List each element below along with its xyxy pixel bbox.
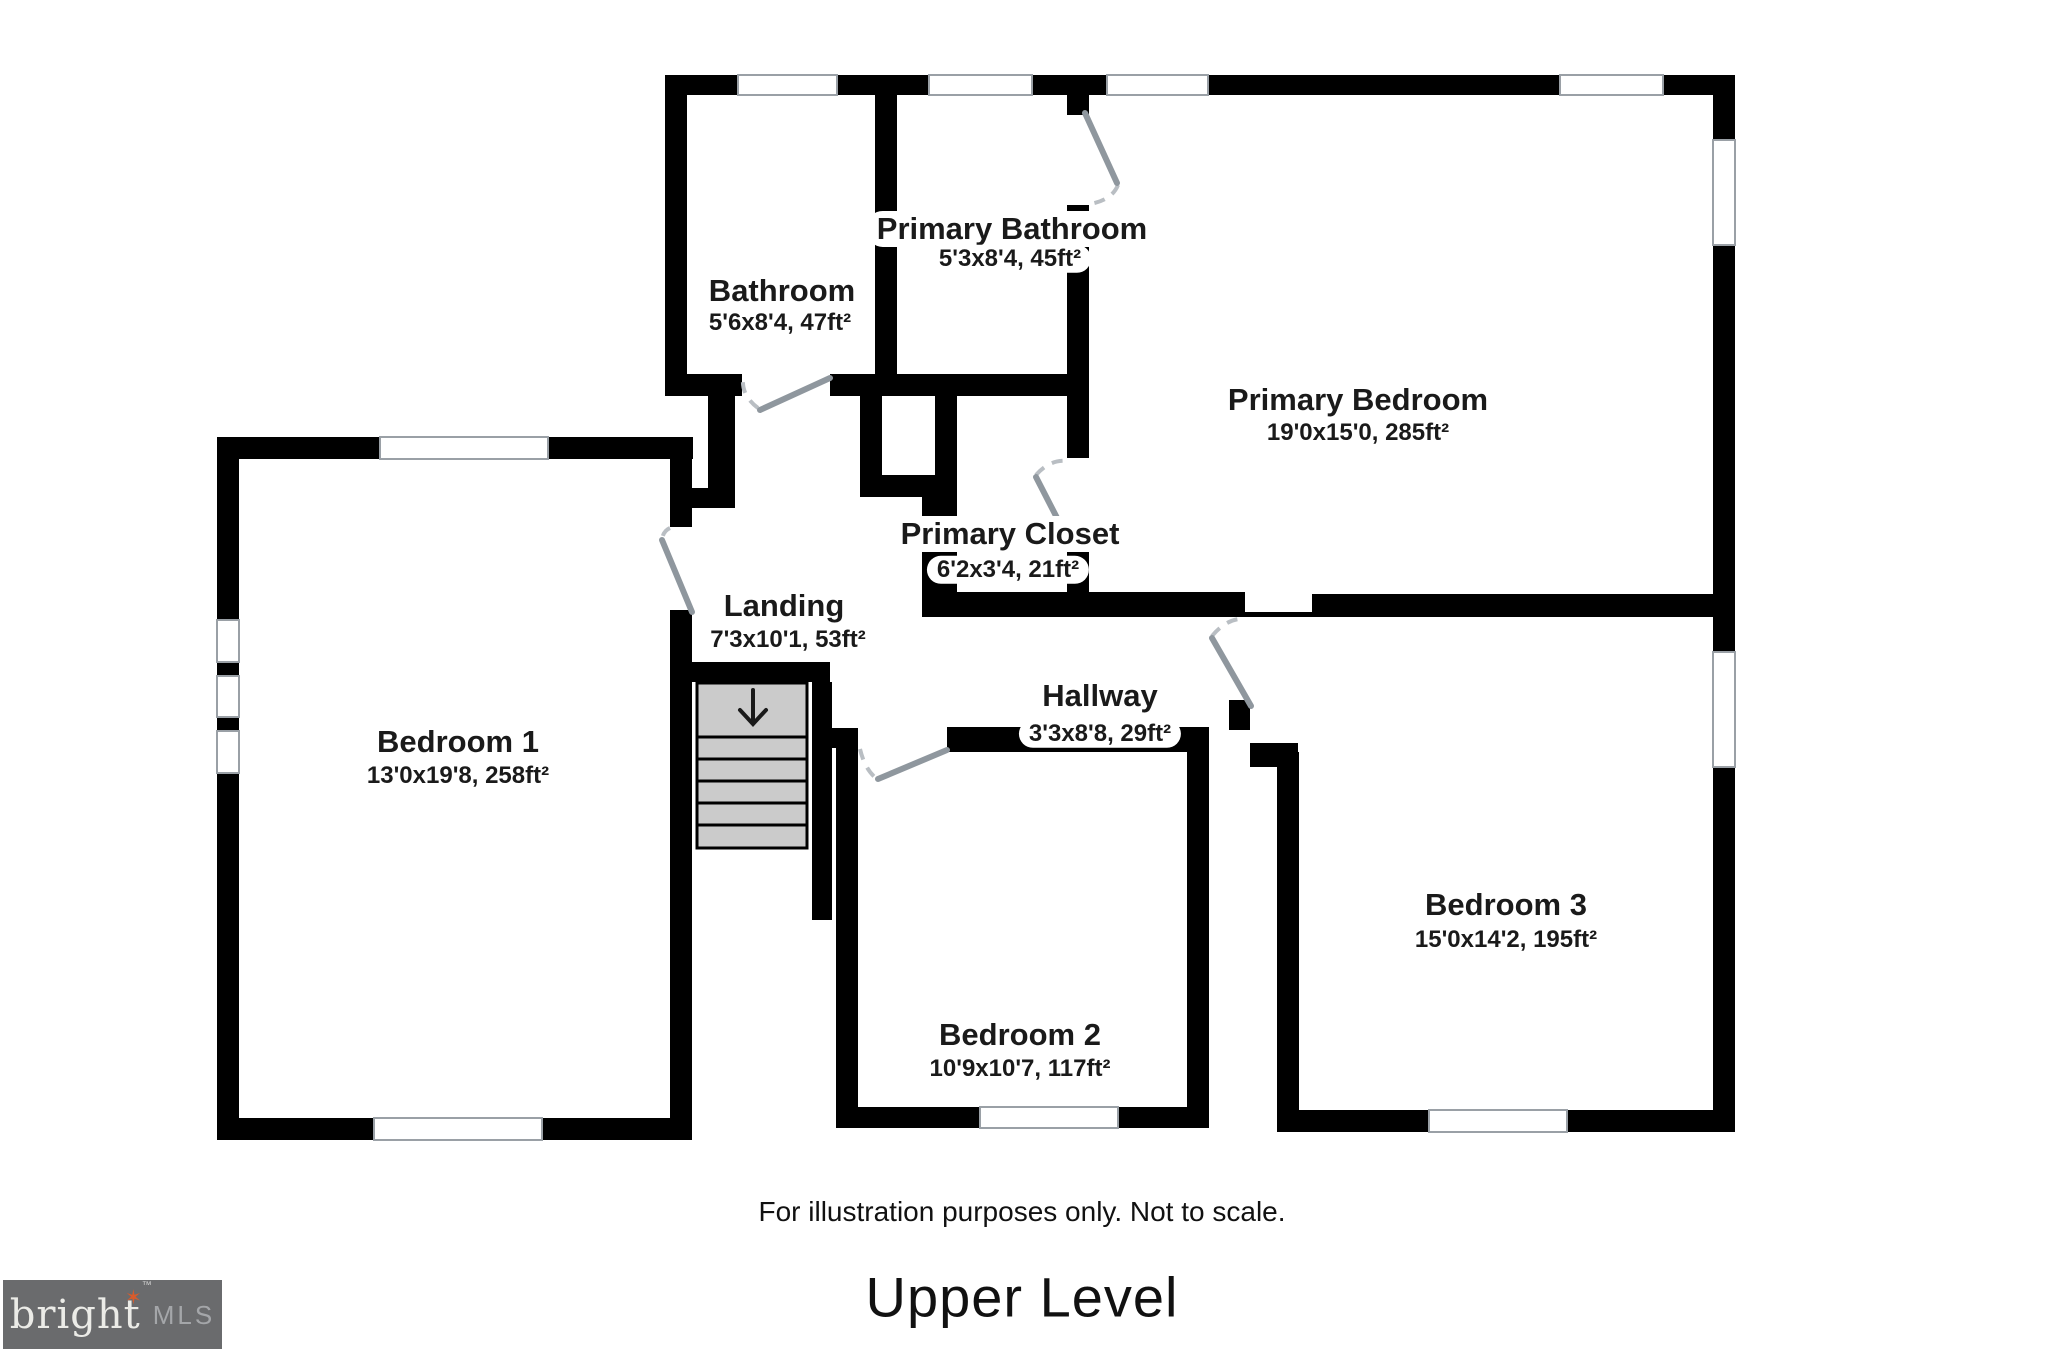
logo-brand-word: bright xyxy=(9,1291,141,1338)
door-swing xyxy=(1089,184,1120,206)
window xyxy=(1428,1109,1568,1133)
page-title: Upper Level xyxy=(865,1265,1179,1329)
room-dims-primary-bedroom: 19'0x15'0, 285ft² xyxy=(1256,418,1460,448)
door-swings-group xyxy=(660,184,1247,781)
window xyxy=(928,74,1033,96)
door-leaf-primary-bathroom xyxy=(1082,110,1120,186)
disclaimer-text: For illustration purposes only. Not to s… xyxy=(758,1196,1286,1227)
logo-suffix-text: MLS xyxy=(152,1299,216,1330)
walls xyxy=(217,75,1735,1140)
door-swing xyxy=(858,748,879,781)
window xyxy=(379,436,549,460)
window xyxy=(1712,651,1736,768)
brightmls-logo: bright ✶ ™ MLS xyxy=(3,1280,222,1349)
room-dims-primary-bathroom: 5'3x8'4, 45ft² xyxy=(928,244,1092,274)
room-dims-hallway: 3'3x8'8, 29ft² xyxy=(1018,719,1182,749)
windows-group xyxy=(216,74,1736,1141)
window xyxy=(1106,74,1209,96)
room-title-landing: Landing xyxy=(713,587,855,625)
door-swing xyxy=(660,526,671,541)
room-title-primary-closet: Primary Closet xyxy=(890,515,1130,553)
sparkle-star-icon: ✶ xyxy=(124,1284,143,1309)
window xyxy=(216,619,240,663)
logo-trademark: ™ xyxy=(141,1279,153,1291)
door-swing xyxy=(740,379,760,410)
room-title-bedroom-3: Bedroom 3 xyxy=(1415,886,1597,924)
room-dims-landing: 7'3x10'1, 53ft² xyxy=(700,625,876,655)
room-title-bedroom-2: Bedroom 2 xyxy=(929,1016,1111,1054)
stairs-down-arrow-icon xyxy=(738,688,768,727)
room-title-bedroom-1: Bedroom 1 xyxy=(367,723,549,761)
room-dims-bedroom-2: 10'9x10'7, 117ft² xyxy=(919,1054,1121,1084)
window xyxy=(216,730,240,774)
window xyxy=(737,74,838,96)
window xyxy=(216,675,240,718)
logo-brand-text: bright ✶ ™ xyxy=(9,1280,152,1338)
room-dims-bedroom-3: 15'0x14'2, 195ft² xyxy=(1404,925,1608,955)
room-dims-bathroom: 5'6x8'4, 47ft² xyxy=(698,308,862,338)
staircase xyxy=(695,681,809,850)
door-leaf-bathroom xyxy=(757,375,833,413)
room-title-bathroom: Bathroom xyxy=(698,272,866,310)
door-swing xyxy=(1034,458,1069,477)
room-title-hallway: Hallway xyxy=(1032,677,1168,715)
room-dims-primary-closet: 6'2x3'4, 21ft² xyxy=(926,555,1090,585)
window xyxy=(373,1117,543,1141)
door-swing xyxy=(1210,616,1247,638)
door-leaf-primary-bedroom xyxy=(1209,635,1254,709)
room-dims-bedroom-1: 13'0x19'8, 258ft² xyxy=(356,761,560,791)
door-leaf-bedroom-1 xyxy=(659,537,695,615)
window xyxy=(1559,74,1664,96)
room-title-primary-bedroom: Primary Bedroom xyxy=(1217,381,1499,419)
room-title-primary-bathroom: Primary Bathroom xyxy=(866,210,1158,248)
window xyxy=(979,1106,1119,1129)
window xyxy=(1712,139,1736,246)
door-leaf-bedroom-2 xyxy=(875,747,950,782)
